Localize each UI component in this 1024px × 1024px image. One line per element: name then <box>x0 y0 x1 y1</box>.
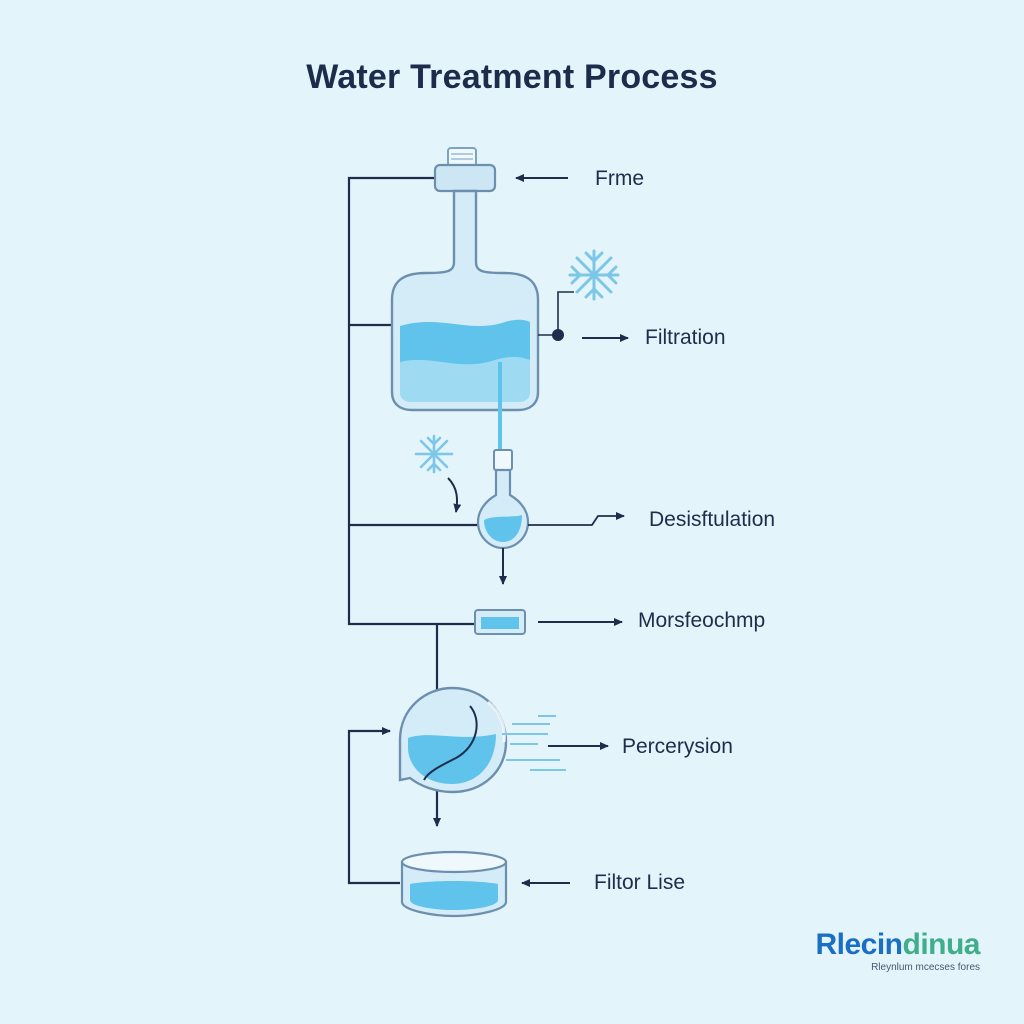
step-label-frme: Frme <box>595 167 644 190</box>
brand-name-part1: Rlecin <box>815 928 903 961</box>
lower-loop-line <box>347 624 441 885</box>
container-icon <box>474 609 526 635</box>
filtration-connector <box>538 291 574 341</box>
snowflake-icon <box>414 434 454 474</box>
motion-lines-icon <box>502 715 566 771</box>
curved-arrow-icon <box>447 477 462 513</box>
snowflake-icon <box>568 249 620 301</box>
step-label-filtration: Filtration <box>645 326 726 349</box>
step-label-morsfeochmp: Morsfeochmp <box>638 609 766 632</box>
brand-tagline: Rleynlum mcecses fores <box>871 962 980 973</box>
test-tube-icon <box>476 449 625 550</box>
step-label-percerysion: Percerysion <box>622 735 733 758</box>
brand-logo: Rlecindinua Rleynlum mcecses fores <box>815 928 980 973</box>
manifold-line <box>347 176 485 626</box>
sphere-vessel-icon <box>398 686 508 794</box>
brand-name: Rlecindinua <box>815 928 980 962</box>
filter-dish-icon <box>400 850 508 918</box>
brand-name-part2: dinua <box>902 928 981 961</box>
diagram-title: Water Treatment Process <box>306 58 718 96</box>
flask-icon <box>390 147 540 450</box>
step-label-desisftulation: Desisftulation <box>649 508 776 531</box>
step-label-filtor-lise: Filtor Lise <box>594 871 686 894</box>
